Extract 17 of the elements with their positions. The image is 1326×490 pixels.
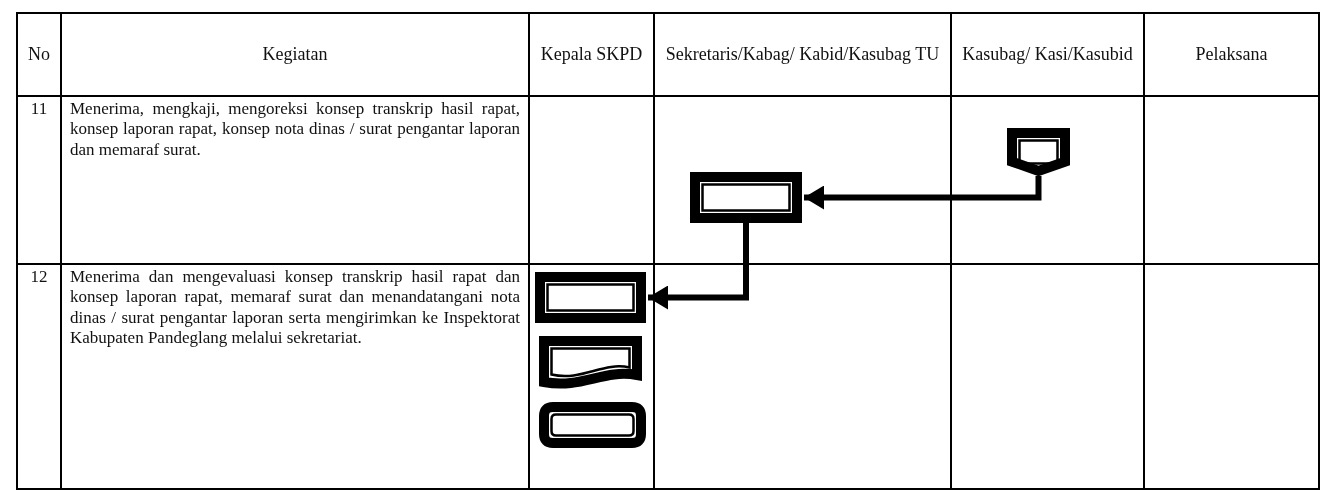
arrow <box>804 176 1042 210</box>
process-box <box>690 172 802 223</box>
terminator-shape <box>539 402 646 448</box>
arrow <box>648 223 749 310</box>
column-header: Kepala SKPD <box>529 13 654 96</box>
off-page-connector <box>1007 128 1070 176</box>
column-header: Kegiatan <box>61 13 529 96</box>
row-number: 11 <box>17 96 61 264</box>
document-shape <box>539 336 642 390</box>
column-header: No <box>17 13 61 96</box>
activity-description: Menerima, mengkaji, mengoreksi konsep transkrip hasil rapat, konsep laporan rapat, konsep nota dinas / surat pengantar laporan dan memaraf surat. <box>61 96 529 264</box>
column-header: Sekretaris/Kabag/ Kabid/Kasubag TU <box>654 13 951 96</box>
process-box <box>535 272 646 323</box>
row-number: 12 <box>17 264 61 489</box>
activity-description: Menerima dan mengevaluasi konsep transkrip hasil rapat dan konsep laporan rapat, memaraf surat dan menandatangani nota dinas / surat pengantar laporan serta mengirimkan ke Inspektorat Kabupaten Pandeglang melalui sekretariat. <box>61 264 529 489</box>
column-header: Pelaksana <box>1144 13 1319 96</box>
column-header: Kasubag/ Kasi/Kasubid <box>951 13 1144 96</box>
